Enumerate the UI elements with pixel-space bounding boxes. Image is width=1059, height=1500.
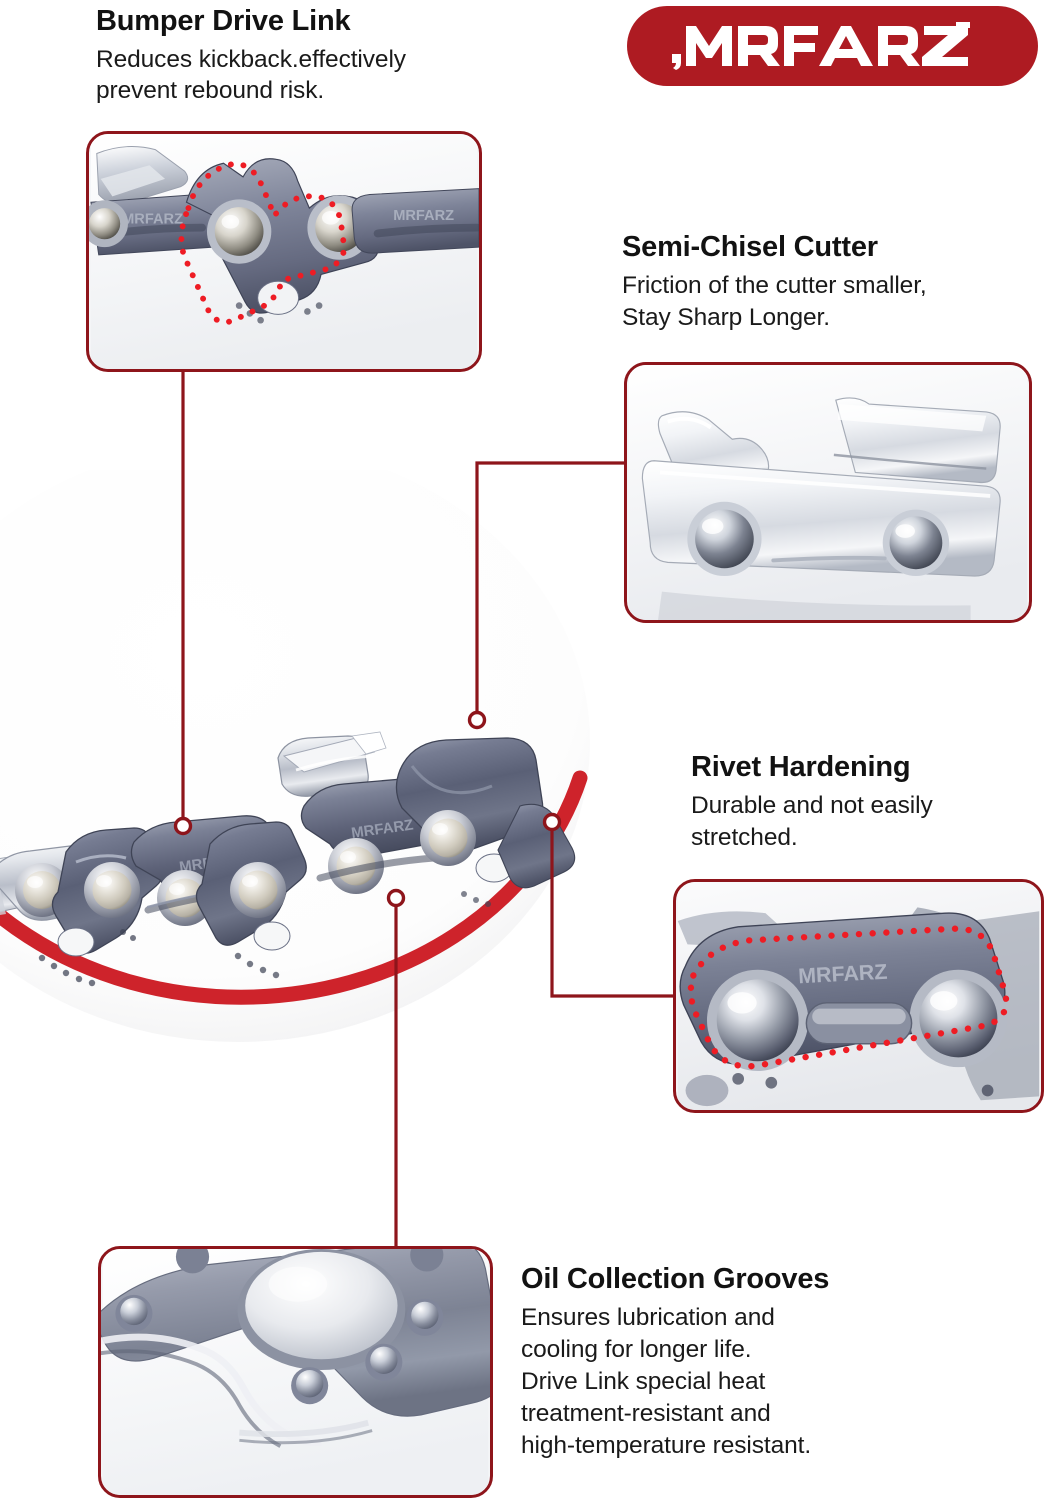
inset-rivet-hardening: MRFARZ: [673, 879, 1044, 1113]
feature-title-oil-collection-grooves: Oil Collection Grooves: [521, 1263, 830, 1295]
desc-line: Stay Sharp Longer.: [622, 304, 830, 331]
feature-title-semi-chisel-cutter: Semi-Chisel Cutter: [622, 231, 878, 263]
desc-line: cooling for longer life.: [521, 1336, 752, 1363]
dotted-highlight-outline-rivet: [687, 925, 1010, 1070]
inset1-engraving-2: MRFARZ: [393, 208, 454, 224]
desc-line: Ensures lubrication and: [521, 1304, 775, 1331]
desc-line: Durable and not easily: [691, 792, 933, 819]
desc-line: stretched.: [691, 824, 798, 851]
feature-text-rivet-hardening: Rivet Hardening Durable and not easily s…: [691, 748, 933, 854]
mrfarz-wordmark: [671, 22, 970, 70]
oil-groove-dimples: [115, 1249, 444, 1405]
desc-line: treatment-resistant and: [521, 1400, 771, 1427]
inset-bumper-drive-link: MRFARZ MRFARZ: [86, 131, 482, 372]
feature-desc-bumper-drive-link: Reduces kickback.effectively prevent reb…: [96, 44, 406, 106]
feature-desc-oil-collection-grooves: Ensures lubrication and cooling for long…: [521, 1302, 829, 1462]
inset3-engraving: MRFARZ: [798, 960, 888, 989]
brand-logo: [627, 6, 1038, 86]
dotted-highlight-outline: [178, 161, 348, 325]
desc-line: Drive Link special heat: [521, 1368, 766, 1395]
feature-text-bumper-drive-link: Bumper Drive Link Reduces kickback.effec…: [96, 2, 406, 106]
inset-oil-collection-grooves: [98, 1246, 493, 1498]
feature-title-rivet-hardening: Rivet Hardening: [691, 751, 911, 783]
desc-line: Friction of the cutter smaller,: [622, 272, 927, 299]
feature-text-semi-chisel-cutter: Semi-Chisel Cutter Friction of the cutte…: [622, 228, 927, 334]
inset1-engraving: MRFARZ: [122, 212, 183, 228]
chainsaw-chain-photo: MRFARZ: [0, 470, 680, 1060]
chain-cutter-tooth: [277, 731, 387, 797]
desc-line: high-temperature resistant.: [521, 1432, 812, 1459]
desc-line: Reduces kickback.effectively: [96, 46, 406, 73]
chain-drive-link-2: [195, 821, 307, 979]
feature-title-bumper-drive-link: Bumper Drive Link: [96, 5, 351, 37]
inset-semi-chisel-cutter: [624, 362, 1032, 623]
feature-text-oil-collection-grooves: Oil Collection Grooves Ensures lubricati…: [521, 1260, 829, 1462]
chain-cutter-body-right: [395, 737, 544, 907]
desc-line: prevent rebound risk.: [96, 77, 325, 104]
feature-desc-semi-chisel-cutter: Friction of the cutter smaller, Stay Sha…: [622, 270, 927, 334]
feature-desc-rivet-hardening: Durable and not easily stretched.: [691, 790, 933, 854]
